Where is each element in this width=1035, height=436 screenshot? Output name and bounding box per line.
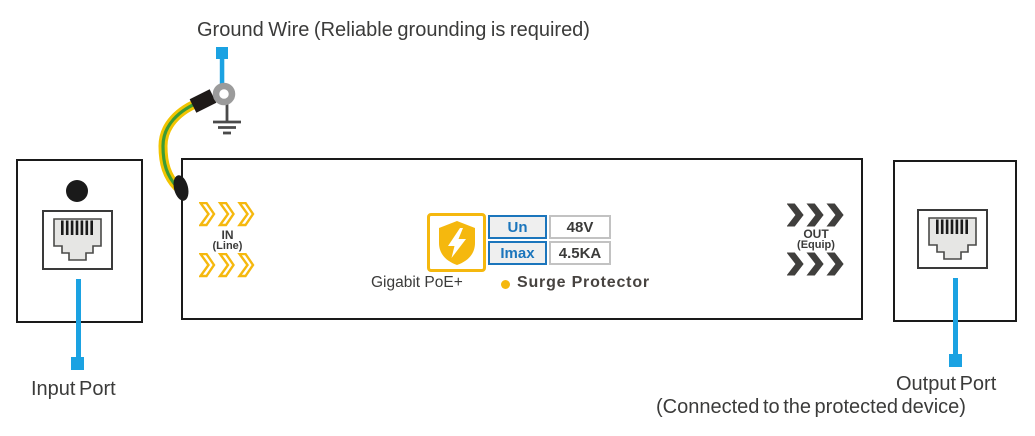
spec-param: Un [488, 215, 547, 239]
input-port-label: Input Port [31, 378, 116, 400]
input-pointer-line [76, 279, 81, 358]
device-body [181, 158, 863, 320]
spec-param: Imax [488, 241, 547, 265]
cable-hole-icon [66, 180, 88, 202]
bullet-icon [501, 280, 510, 289]
spec-value: 4.5KA [549, 241, 611, 265]
in-sublabel: (Line) [212, 240, 243, 252]
out-label: OUT [803, 227, 829, 241]
rj45-pins [936, 219, 968, 234]
out-sublabel: (Equip) [797, 239, 835, 251]
ground-pointer-line [216, 47, 228, 86]
chevron-right-icon [199, 253, 255, 278]
input-pointer-tip [71, 357, 84, 370]
in-label: IN [221, 228, 234, 242]
ring-terminal-icon [212, 82, 236, 106]
brand-name: Surge Protector [517, 274, 650, 291]
output-port-label: Output Port [896, 373, 997, 395]
brand-lockup: Surge Protector [501, 274, 650, 292]
crimp-sleeve-icon [189, 89, 217, 113]
shield-icon [438, 220, 475, 265]
output-pointer-tip [949, 354, 962, 367]
ground-wire-assembly [158, 47, 241, 201]
ground-wire-icon [158, 96, 207, 192]
chevron-right-icon [199, 202, 255, 227]
wire-entry-connector [173, 175, 189, 201]
spec-table: Un 48V Imax 4.5KA [488, 215, 611, 265]
rj45-pins [61, 220, 93, 235]
ground-wire-title: Ground Wire (Reliable grounding is requi… [197, 19, 590, 41]
earth-ground-icon [213, 103, 241, 135]
output-port-note: (Connected to the protected device) [656, 396, 966, 418]
rj45-port-icon [917, 209, 988, 269]
output-pointer-line [953, 278, 958, 354]
product-line-label: Gigabit PoE+ [371, 274, 463, 291]
lightning-bolt-icon [447, 227, 466, 258]
spec-value: 48V [549, 215, 611, 239]
chevron-right-icon [787, 252, 844, 276]
shield-badge [427, 213, 486, 272]
rj45-port-icon [42, 210, 113, 270]
chevron-right-icon [787, 203, 844, 227]
